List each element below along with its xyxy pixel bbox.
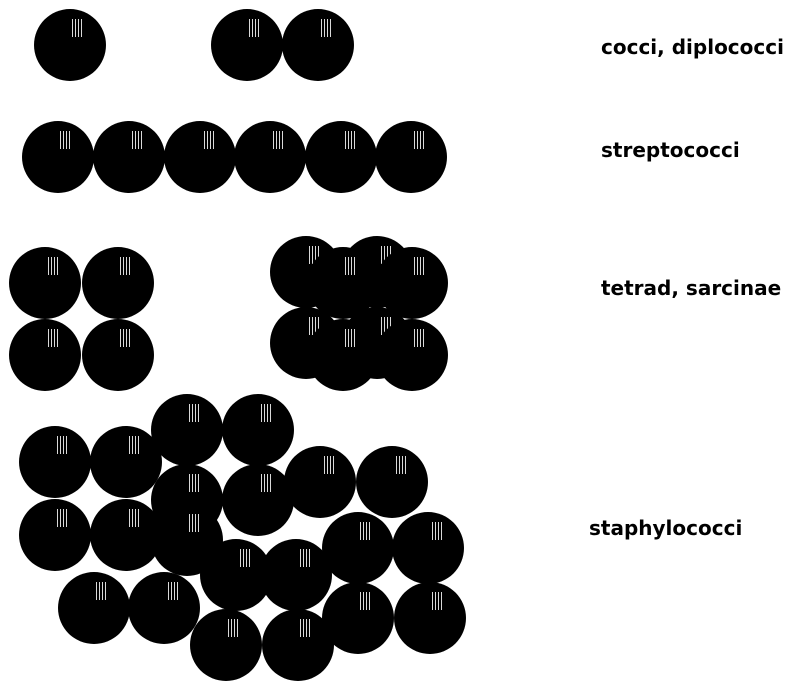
staphylococci-cell-highlight <box>57 509 69 527</box>
staphylococci-cell-highlight <box>430 522 442 540</box>
staphylococci-cell <box>222 394 294 466</box>
staphylococci-cell-highlight <box>394 456 406 474</box>
diplococci-cell <box>282 9 354 81</box>
staphylococci-cell-highlight <box>260 404 272 422</box>
staphylococci-group <box>19 394 466 681</box>
staphylococci-cell-highlight <box>298 549 310 567</box>
streptococci-cell-highlight <box>131 131 143 149</box>
staphylococci-cell-highlight <box>189 474 201 492</box>
tetrad-cell <box>82 247 154 319</box>
staphylococci-cell-highlight <box>360 592 372 610</box>
staphylococci-cell <box>19 426 91 498</box>
label-tetrad-sarcinae: tetrad, sarcinae <box>601 278 781 298</box>
tetrad-cell <box>9 247 81 319</box>
staphylococci-cell <box>392 512 464 584</box>
tetrad-cell-highlight <box>120 329 132 347</box>
staphylococci-cell-highlight <box>260 474 272 492</box>
sarcinae-cell-highlight <box>414 257 426 275</box>
staphylococci-cell-highlight <box>189 404 201 422</box>
label-cocci-diplococci: cocci, diplococci <box>601 37 784 57</box>
streptococci-group <box>22 121 447 193</box>
staphylococci-cell-highlight <box>189 514 201 532</box>
staphylococci-cell-highlight <box>360 522 372 540</box>
tetrad-cell-highlight <box>47 257 59 275</box>
staphylococci-cell <box>19 499 91 571</box>
streptococci-cell <box>305 121 377 193</box>
streptococci-cell-highlight <box>272 131 284 149</box>
streptococci-cell-highlight <box>60 131 72 149</box>
staphylococci-cell <box>260 539 332 611</box>
cocci-cell-highlight <box>72 19 84 37</box>
streptococci-cell-highlight <box>413 131 425 149</box>
streptococci-cell <box>234 121 306 193</box>
staphylococci-cell-highlight <box>238 549 250 567</box>
label-streptococci: streptococci <box>601 140 740 160</box>
sarcinae-cell-highlight <box>345 329 357 347</box>
sarcinae-cell-highlight <box>345 257 357 275</box>
staphylococci-cell-highlight <box>432 592 444 610</box>
staphylococci-cell-highlight <box>166 582 178 600</box>
staphylococci-cell-highlight <box>96 582 108 600</box>
sarcinae-cell <box>376 247 448 319</box>
staphylococci-cell <box>90 426 162 498</box>
streptococci-cell <box>22 121 94 193</box>
tetrad-cell-highlight <box>120 257 132 275</box>
sarcinae-cell <box>376 319 448 391</box>
staphylococci-cell <box>190 609 262 681</box>
streptococci-cell <box>164 121 236 193</box>
streptococci-cell <box>375 121 447 193</box>
cocci-cell <box>34 9 106 81</box>
diplococci-cell-highlight <box>320 19 332 37</box>
diplococci-cell <box>211 9 283 81</box>
staphylococci-cell-highlight <box>322 456 334 474</box>
staphylococci-cell <box>356 446 428 518</box>
staphylococci-cell <box>322 582 394 654</box>
staphylococci-cell-highlight <box>228 619 240 637</box>
staphylococci-cell <box>128 572 200 644</box>
staphylococci-cell-highlight <box>57 436 69 454</box>
staphylococci-cell-highlight <box>128 436 140 454</box>
staphylococci-cell-highlight <box>128 509 140 527</box>
sarcinae-group <box>270 236 448 391</box>
staphylococci-cell <box>284 446 356 518</box>
label-staphylococci: staphylococci <box>589 518 742 538</box>
cocci-group <box>34 9 106 81</box>
staphylococci-cell <box>322 512 394 584</box>
staphylococci-cell <box>151 394 223 466</box>
sarcinae-cell <box>307 319 379 391</box>
diplococci-cell-highlight <box>249 19 261 37</box>
streptococci-cell-highlight <box>343 131 355 149</box>
staphylococci-cell <box>90 499 162 571</box>
streptococci-cell-highlight <box>202 131 214 149</box>
staphylococci-cell <box>58 572 130 644</box>
sarcinae-cell-highlight <box>414 329 426 347</box>
tetrad-cell <box>82 319 154 391</box>
diplococci-group <box>211 9 354 81</box>
tetrad-cell-highlight <box>47 329 59 347</box>
staphylococci-cell <box>222 464 294 536</box>
streptococci-cell <box>93 121 165 193</box>
staphylococci-cell <box>394 582 466 654</box>
tetrad-group <box>9 247 154 391</box>
tetrad-cell <box>9 319 81 391</box>
staphylococci-cell-highlight <box>300 619 312 637</box>
